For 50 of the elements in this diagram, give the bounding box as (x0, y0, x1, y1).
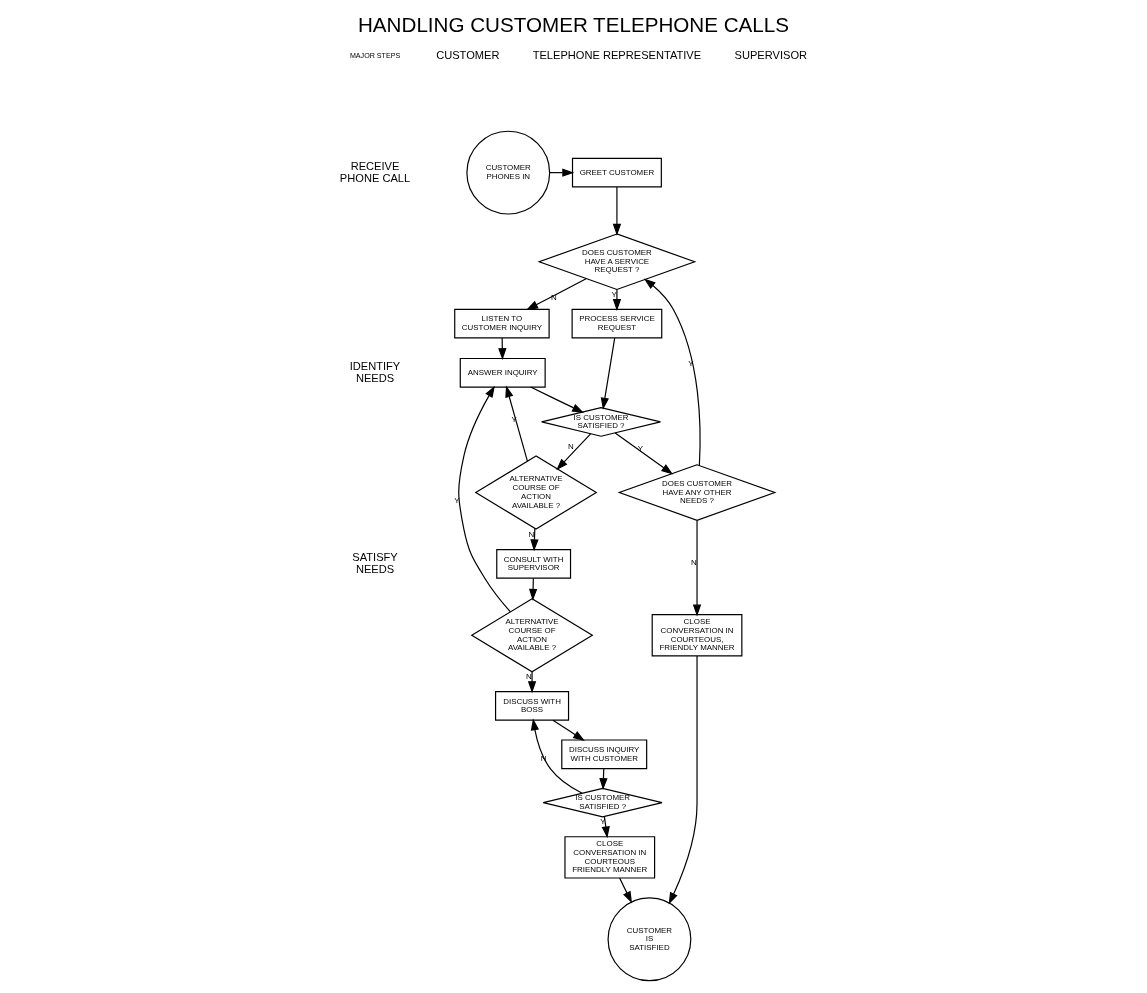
edge-label: N (526, 672, 532, 682)
node-box: CONSULT WITH SUPERVISOR (496, 549, 572, 579)
edge-label: N (528, 529, 535, 539)
arrow (530, 386, 585, 413)
arrow (505, 385, 528, 462)
edge-label: N (550, 293, 557, 303)
arrow (619, 877, 633, 904)
label: RECEIVE PHONE CALL (339, 159, 411, 184)
node-box: DISCUSS WITH BOSS (494, 691, 570, 721)
arrow (530, 718, 583, 794)
arrow (458, 385, 511, 613)
edge-label: N (540, 753, 547, 763)
arrow (526, 278, 587, 311)
node-box: GREET CUSTOMER (571, 157, 662, 188)
node-box: CLOSE CONVERSATION IN COURTEOUS, FRIENDLY MANNER (651, 614, 743, 657)
node-box: DISCUSS INQUIRY WITH CUSTOMER (561, 739, 648, 770)
node-diamond: IS CUSTOMER SATISFIED ? (542, 787, 663, 818)
node-box: CLOSE CONVERSATION IN COURTEOUS FRIENDLY MANNER (564, 836, 656, 879)
edge-label: Y (454, 495, 460, 505)
label: TELEPHONE REPRESENTATIVE (532, 48, 702, 61)
node-box: LISTEN TO CUSTOMER INQUIRY (454, 308, 550, 339)
node-box: PROCESS SERVICE REQUEST (571, 308, 663, 339)
arrow (612, 186, 622, 236)
node-box: ANSWER INQUIRY (459, 357, 546, 388)
node-circle: CUSTOMER PHONES IN (466, 130, 551, 215)
arrow (612, 289, 622, 312)
arrow (552, 719, 585, 741)
arrow (528, 577, 538, 601)
arrow (668, 655, 698, 905)
edge-label: N (690, 558, 697, 568)
label: IDENTIFY NEEDS (349, 359, 401, 384)
edge-label: N (568, 441, 574, 451)
arrow (556, 433, 592, 471)
diagram-title: HANDLING CUSTOMER TELEPHONE CALLS (358, 12, 789, 36)
edge-label: Y (600, 817, 606, 827)
node-diamond: IS CUSTOMER SATISFIED ? (541, 407, 662, 437)
label: SUPERVISOR (734, 48, 808, 61)
edge-label: Y (511, 414, 517, 424)
edge-label: Y (637, 443, 644, 453)
label: SATISFY NEEDS (352, 550, 398, 575)
arrow (692, 519, 702, 617)
arrow (527, 671, 537, 694)
edge-label: Y (611, 289, 617, 299)
node-diamond: ALTERNATIVE COURSE OF ACTION AVAILABLE ? (470, 598, 594, 673)
arrow (600, 337, 616, 410)
label: CUSTOMER (436, 48, 500, 61)
arrow (643, 278, 701, 467)
node-circle: CUSTOMER IS SATISFIED (607, 897, 692, 982)
edge-label: Y (688, 359, 694, 369)
arrow (614, 432, 674, 475)
